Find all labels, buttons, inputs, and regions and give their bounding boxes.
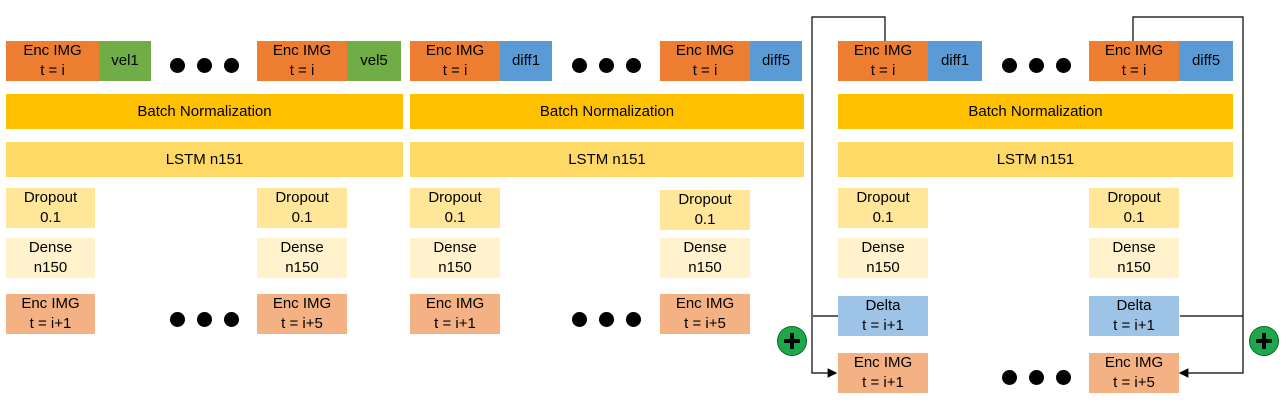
p3-batch-normalization: Batch Normalization xyxy=(838,94,1233,129)
p1-input-ellipsis xyxy=(170,58,239,73)
p1-dropout5: Dropout 0.1 xyxy=(257,188,347,228)
p2-input1-diff-tag: diff1 xyxy=(500,41,552,81)
p1-dense5: Dense n150 xyxy=(257,238,347,278)
p2-input1-enc-img: Enc IMG t = i xyxy=(410,41,500,81)
p2-lstm-layer: LSTM n151 xyxy=(410,142,804,177)
p3-input1-enc-img: Enc IMG t = i xyxy=(838,41,928,81)
p1-input5-vel-tag: vel5 xyxy=(347,41,401,81)
p2-output5-enc-img: Enc IMG t = i+5 xyxy=(660,294,750,334)
p3-output-ellipsis xyxy=(1002,370,1071,385)
p2-batch-normalization: Batch Normalization xyxy=(410,94,804,129)
p3-dense1: Dense n150 xyxy=(838,238,928,278)
p2-dense5: Dense n150 xyxy=(660,238,750,278)
p2-input5-diff-tag: diff5 xyxy=(750,41,802,81)
plus-icon xyxy=(1249,326,1279,356)
skip-wire-left xyxy=(811,16,886,378)
p1-output1-enc-img: Enc IMG t = i+1 xyxy=(6,294,95,334)
p3-delta1: Delta t = i+1 xyxy=(838,296,928,336)
p2-output1-enc-img: Enc IMG t = i+1 xyxy=(410,294,500,334)
p2-input-ellipsis xyxy=(572,58,641,73)
p1-lstm-layer: LSTM n151 xyxy=(6,142,403,177)
p1-output5-enc-img: Enc IMG t = i+5 xyxy=(257,294,347,334)
p2-dense1: Dense n150 xyxy=(410,238,500,278)
p3-input5-diff-tag: diff5 xyxy=(1179,41,1233,81)
p3-dense5: Dense n150 xyxy=(1089,238,1179,278)
p2-dropout5: Dropout 0.1 xyxy=(660,190,750,230)
p3-lstm-layer: LSTM n151 xyxy=(838,142,1233,177)
p1-input5-enc-img: Enc IMG t = i xyxy=(257,41,347,81)
p2-input5-enc-img: Enc IMG t = i xyxy=(660,41,750,81)
p3-delta5: Delta t = i+1 xyxy=(1089,296,1179,336)
p3-input1-diff-tag: diff1 xyxy=(928,41,982,81)
p3-input-ellipsis xyxy=(1002,58,1071,73)
p1-dropout1: Dropout 0.1 xyxy=(6,188,95,228)
p1-input1-enc-img: Enc IMG t = i xyxy=(6,41,99,81)
p1-output-ellipsis xyxy=(170,312,239,327)
plus-icon xyxy=(777,326,807,356)
p1-dense1: Dense n150 xyxy=(6,238,95,278)
p1-input1-vel-tag: vel1 xyxy=(99,41,151,81)
p2-output-ellipsis xyxy=(572,312,641,327)
p3-dropout5: Dropout 0.1 xyxy=(1089,188,1179,228)
p2-dropout1: Dropout 0.1 xyxy=(410,188,500,228)
p3-output5-enc-img: Enc IMG t = i+5 xyxy=(1089,353,1179,393)
p3-dropout1: Dropout 0.1 xyxy=(838,188,928,228)
skip-wire-right xyxy=(1132,16,1244,378)
p1-batch-normalization: Batch Normalization xyxy=(6,94,403,129)
p3-output1-enc-img: Enc IMG t = i+1 xyxy=(838,353,928,393)
p3-input5-enc-img: Enc IMG t = i xyxy=(1089,41,1179,81)
